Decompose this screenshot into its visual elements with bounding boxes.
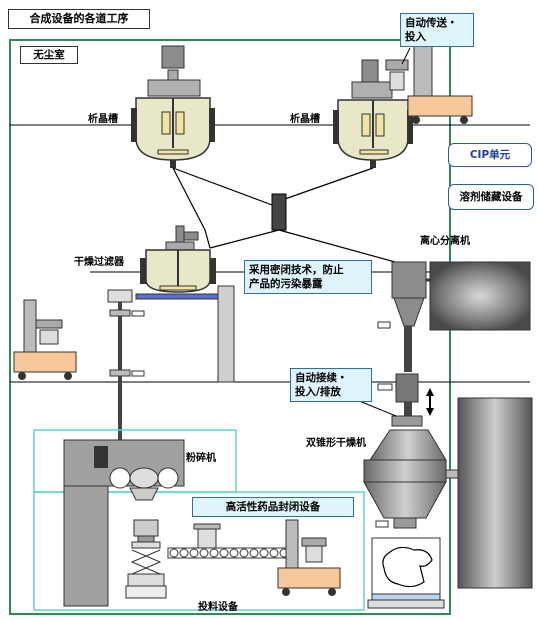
dryer-drive-unit: [457, 397, 533, 589]
centrifuge-label: 离心分离机: [420, 236, 470, 247]
crystallizer-right-vessel: [333, 59, 413, 168]
cip-unit-button: CIP单元: [448, 143, 532, 167]
crystallizer-left-label: 析晶槽: [88, 114, 118, 125]
feeding-zone: [33, 491, 365, 611]
containment-callout: 高活性药品封闭设备: [192, 497, 354, 517]
closed-tech-callout: 采用密闭技术，防止 产品的污染暴露: [244, 260, 372, 294]
crystallizer-left-vessel: [131, 45, 215, 168]
scale-with-powder: [367, 537, 445, 609]
double-cone-dryer: [363, 415, 461, 529]
clean-room-label: 无尘室: [20, 46, 78, 64]
centrifuge-body: [429, 261, 531, 331]
crusher-label: 粉碎机: [186, 453, 216, 464]
feeding-equipment-label: 投料设备: [198, 602, 238, 613]
crusher-machine: [63, 439, 185, 607]
auto-transfer-callout: 自动传送・ 投入: [400, 13, 474, 47]
auto-connect-callout: 自动接续・ 投入/排放: [290, 368, 372, 402]
up-down-arrow-icon: [426, 388, 434, 416]
valve-junction: [271, 193, 287, 231]
bottom-transfer-cart: [277, 519, 341, 596]
dry-filter-label: 干燥过滤器: [74, 257, 124, 268]
double-cone-dryer-label: 双锥形干燥机: [306, 438, 366, 449]
auto-transfer-cart: [385, 45, 473, 124]
crystallizer-right-label: 析晶槽: [290, 114, 320, 125]
solvent-storage-button: 溶剂储藏设备: [448, 184, 534, 210]
dry-filter-unit: [135, 225, 235, 383]
page-title: 合成设备的各道工序: [8, 9, 150, 29]
conveyor: [167, 523, 289, 559]
left-transfer-cart: [13, 299, 77, 380]
centrifuge-feeder: [377, 261, 430, 418]
feeder-column: [125, 519, 167, 599]
